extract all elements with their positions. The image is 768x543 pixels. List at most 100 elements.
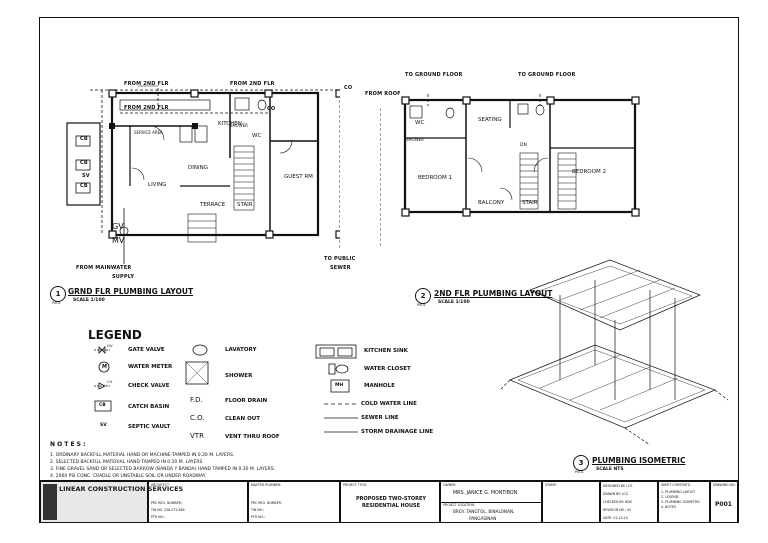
legend-manhole: MANHOLE: [364, 383, 395, 389]
cb-label-2: CB: [80, 160, 88, 166]
checked-by: CHECKED BY: NDS: [603, 500, 632, 504]
master-plumber-ptr: PTR NO.:: [251, 515, 265, 519]
sheet-contents-item: 2. LEGEND: [661, 495, 679, 499]
to-ground-floor-label-2: TO GROUND FLOOR: [518, 72, 576, 78]
room-kitchen: KITCHEN: [218, 121, 242, 127]
from-mainwater-label: FROM MAINWATER: [76, 265, 132, 271]
stamp-block: STAMP:: [542, 481, 600, 523]
sheet-contents-block: SHEET CONTENTS: 1. PLUMBING LAYOUT 2. LE…: [658, 481, 710, 523]
drawing-info-block: DESIGNED BY: LCS DRAWN BY: LCS CHECKED B…: [600, 481, 658, 523]
ground-floor-title: GRND FLR PLUMBING LAYOUT: [68, 287, 194, 296]
to-public-label: TO PUBLIC: [324, 256, 356, 262]
room-shower-2f: SHOWER: [406, 137, 424, 142]
plumbing-isometric-drawing: [500, 259, 729, 446]
master-plumber-heading: MASTER PLUMBER:: [251, 483, 282, 487]
project-title: PROPOSED TWO-STOREY RESIDENTIAL HOUSE: [355, 496, 427, 509]
room-terrace: TERRACE: [200, 202, 226, 208]
legend-water-closet: WATER CLOSET: [364, 366, 411, 372]
iso-title-marker: 3: [573, 455, 589, 471]
iso-sheet-ref: P001: [575, 470, 584, 474]
legend-floor-drain: FLOOR DRAIN: [225, 398, 268, 404]
legend-title: LEGEND: [88, 328, 142, 342]
room-wc-2f: WC: [415, 120, 425, 126]
note-item: 4. 2000 PSI CONC. CRADLE OR UNSTABLE SOI…: [50, 474, 206, 479]
architect-tin: TIN NO. 236-572-884: [151, 508, 185, 512]
second-floor-title: 2ND FLR PLUMBING LAYOUT: [434, 289, 553, 298]
room-bedroom-2: BEDROOM 2: [572, 169, 606, 175]
project-title-heading: PROJECT TITLE:: [343, 483, 368, 487]
legend-mh-symbol: MH: [335, 383, 344, 388]
from-roof-label: FROM ROOF: [365, 91, 401, 97]
ground-floor-scale: SCALE 1/100: [73, 298, 105, 303]
sheet-contents-item: 4. NOTES: [661, 505, 676, 509]
title-block: LINEAR CONSTRUCTION SERVICES ARCHITECT: …: [40, 480, 738, 523]
legend-storm-drainage-line: STORM DRAINAGE LINE: [361, 429, 434, 435]
legend-clean-out: CLEAN OUT: [225, 416, 260, 422]
legend-septic-vault: SEPTIC VAULT: [128, 424, 171, 430]
room-dining: DINING: [188, 165, 208, 171]
legend-kitchen-sink: KITCHEN SINK: [364, 348, 408, 354]
sheet-contents-heading: SHEET CONTENTS:: [661, 483, 691, 487]
revision-no: REVISION NO.: 00: [603, 508, 632, 512]
location-heading: PROJECT LOCATION:: [443, 503, 475, 507]
legend-catch-basin: CATCH BASIN: [128, 404, 170, 410]
from-2nd-flr-label-2: FROM 2ND FLR: [230, 81, 275, 87]
sheet-contents-item: 3. PLUMBING ISOMETRIC: [661, 500, 701, 504]
drawing-no-heading: DRAWING NO.:: [713, 483, 737, 487]
supply-label: SUPPLY: [112, 274, 135, 280]
legend-gv-symbol: GV: [107, 343, 113, 348]
drawing-number-block: DRAWING NO.: P001: [710, 481, 738, 523]
owner-block: OWNER: MRS. JANICE G. MONTIBON PROJECT L…: [440, 481, 542, 523]
architect-prc: PRC REG. NUMBER:: [151, 501, 182, 505]
stamp-heading: STAMP:: [545, 483, 557, 487]
master-plumber-block: MASTER PLUMBER: PRC REG. NUMBER: TIN NO.…: [248, 481, 340, 523]
legend-vtr-symbol: VTR: [190, 432, 204, 440]
room-guest-rm: GUEST RM: [284, 174, 313, 180]
drawing-sheet: FROM 2ND FLR FROM 2ND FLR FROM 2ND FLR C…: [39, 17, 739, 523]
designed-by: DESIGNED BY: LCS: [603, 484, 633, 488]
legend-sewer-line: SEWER LINE: [361, 415, 399, 421]
note-item: 2. SELECTED BACKFILL MATERIAL HAND TAMPE…: [50, 460, 203, 465]
legend-shower: SHOWER: [225, 373, 253, 379]
owner-name: MRS. JANICE G. MONTIBON: [453, 491, 518, 496]
legend-cb-symbol: CB: [99, 403, 106, 408]
co-label-2: CO: [267, 106, 276, 112]
second-floor-plan: [380, 94, 640, 248]
cb-label-3: CB: [80, 183, 88, 189]
project-title-block: PROJECT TITLE: PROPOSED TWO-STOREY RESID…: [340, 481, 440, 523]
legend-symbols: [94, 344, 358, 433]
legend-water-meter: WATER METER: [128, 364, 173, 370]
note-item: 3. FINE GRAVEL SAND OR SELECTED BARROW (…: [50, 467, 276, 472]
master-plumber-tin: TIN NO.:: [251, 508, 265, 512]
sewer-label: SEWER: [330, 265, 351, 271]
room-wc: WC: [252, 133, 262, 139]
architect-heading: ARCHITECT:: [151, 483, 170, 487]
legend-lavatory: LAVATORY: [225, 347, 257, 353]
legend-sv-symbol: SV: [100, 423, 107, 428]
ground-floor-plan: [66, 85, 340, 264]
room-stair-2f: STAIR: [522, 200, 538, 206]
legend-gate-valve: GATE VALVE: [128, 347, 165, 353]
gv-label: GV: [112, 222, 124, 231]
note-item: 1. ORDINARY BACKFILL MATERIAL HAND OR MA…: [50, 453, 235, 458]
iso-title: PLUMBING ISOMETRIC: [592, 456, 686, 465]
from-2nd-flr-label-3: FROM 2ND FLR: [124, 105, 169, 111]
iso-scale: SCALE NTS: [596, 467, 624, 472]
room-stair: STAIR: [237, 202, 253, 208]
sheet-contents-item: 1. PLUMBING LAYOUT: [661, 490, 696, 494]
room-seating: SEATING: [478, 117, 502, 123]
second-sheet-ref: P001: [417, 303, 426, 307]
company-name: LINEAR CONSTRUCTION SERVICES: [59, 485, 184, 493]
ground-sheet-ref: P001: [52, 301, 61, 305]
room-living: LIVING: [148, 182, 167, 188]
drawing-date: DATE: 01-14-19: [603, 516, 628, 520]
cb-label-1: CB: [80, 136, 88, 142]
mv-label: MV: [112, 236, 125, 245]
owner-heading: OWNER:: [443, 483, 457, 487]
co-label-1: CO: [344, 85, 353, 91]
legend-check-valve: CHECK VALVE: [128, 383, 170, 389]
drawing-number: P001: [715, 501, 732, 508]
architect-block: ARCHITECT: PRC REG. NUMBER: TIN NO. 236-…: [148, 481, 248, 523]
notes-title: N O T E S :: [50, 441, 86, 448]
architect-ptr: PTR NO.:: [151, 515, 165, 519]
